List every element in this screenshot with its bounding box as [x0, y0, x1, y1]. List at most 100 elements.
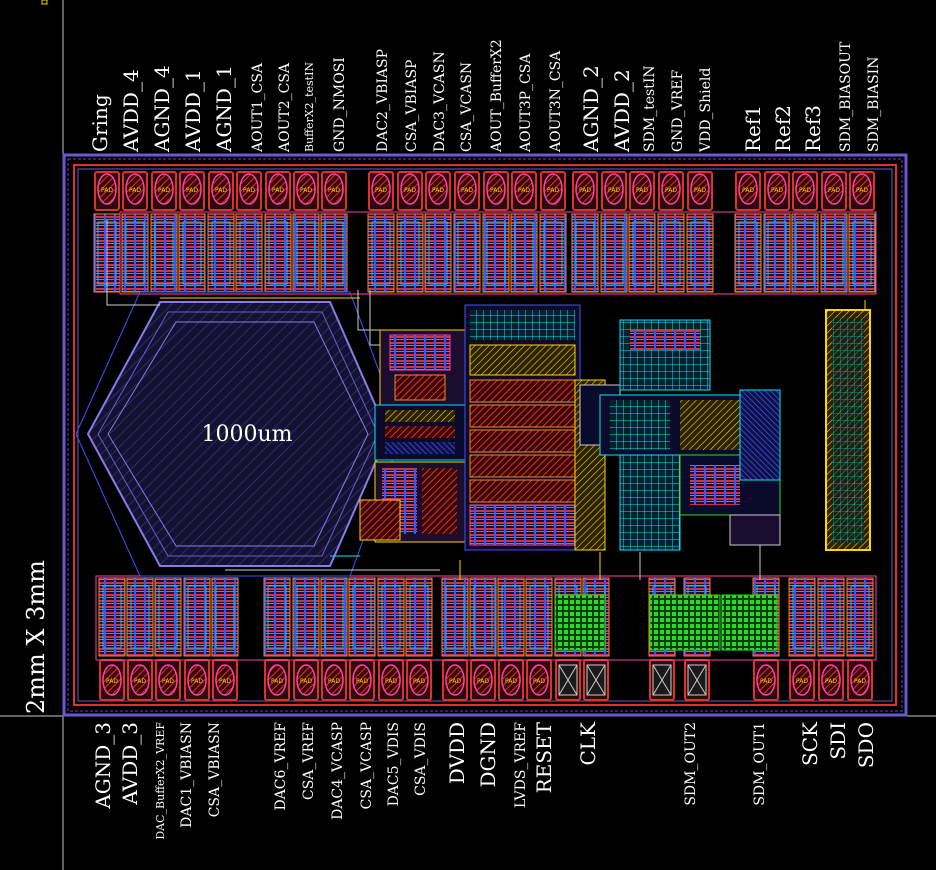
- bottom-pad-label: DAC6_VREF: [273, 722, 289, 811]
- core-block-left: [359, 329, 466, 543]
- top-pad-label: AOUT3N_CSA: [548, 50, 564, 153]
- pad-marker: PAD: [158, 187, 170, 194]
- bottom-pad-label: SDI: [826, 722, 850, 760]
- bottom-pad-label: AVDD_3: [118, 722, 142, 806]
- bottom-pad-label: DVDD: [445, 722, 469, 784]
- pad-marker: PAD: [490, 187, 502, 194]
- top-pad-label: AOUT_BufferX2: [489, 39, 505, 153]
- pad-marker: PAD: [300, 678, 312, 685]
- pad-marker: PAD: [547, 187, 559, 194]
- bottom-pad: PAD: [154, 577, 182, 701]
- inductor: 1000um: [75, 291, 403, 577]
- core-block-sdm: [599, 319, 781, 551]
- top-pad: PAD: [571, 171, 599, 293]
- routing-lines: [106, 220, 866, 580]
- top-pad: PAD: [453, 171, 481, 293]
- top-pad: PAD: [424, 171, 452, 293]
- top-pad-label: Ref3: [801, 105, 825, 152]
- top-pad: PAD: [657, 171, 685, 293]
- bottom-pad: PAD: [211, 577, 239, 701]
- top-pad: PAD: [367, 171, 395, 293]
- pad-marker: PAD: [825, 678, 837, 685]
- pad-marker: PAD: [243, 187, 255, 194]
- pad-marker: PAD: [271, 678, 283, 685]
- top-pad: PAD: [320, 171, 348, 293]
- bottom-pad: PAD: [377, 577, 405, 701]
- pad-marker: PAD: [328, 187, 340, 194]
- top-pad-label: BufferX2_testIN: [303, 62, 316, 152]
- pad-marker: PAD: [854, 678, 866, 685]
- top-pad-label: SDM_BIASIN: [866, 57, 882, 152]
- pad-marker: PAD: [413, 678, 425, 685]
- bottom-pad-label: CSA_VDIS: [413, 722, 429, 796]
- pad-marker: PAD: [300, 187, 312, 194]
- pad-marker: PAD: [799, 187, 811, 194]
- top-pad-label: AOUT3P_CSA: [518, 53, 534, 153]
- bottom-pad-label: AGND_3: [91, 722, 115, 810]
- digital-buffer: [649, 594, 721, 651]
- top-pad-label: SDM_testIN: [642, 65, 658, 152]
- top-pad: PAD: [235, 171, 263, 293]
- bottom-pad-label: CLK: [576, 721, 600, 766]
- pad-marker: PAD: [272, 187, 284, 194]
- bottom-esd-row: [95, 575, 877, 661]
- pad-marker: PAD: [449, 678, 461, 685]
- top-pad-label: AOUT2_CSA: [277, 62, 293, 153]
- origin-marker: [41, 0, 48, 5]
- bottom-pad-label: DGND: [476, 722, 500, 788]
- bottom-pad-label: DAC4_VCASP: [330, 722, 346, 820]
- top-pad: PAD: [178, 171, 206, 293]
- top-pad: PAD: [763, 171, 791, 293]
- pad-marker: PAD: [505, 678, 517, 685]
- digital-buffer: [554, 594, 606, 651]
- pad-marker: PAD: [215, 187, 227, 194]
- top-esd-row: [119, 211, 877, 295]
- bottom-pad: PAD: [525, 577, 553, 701]
- pad-marker: PAD: [828, 187, 840, 194]
- top-pad-label: DAC3_VCASN: [432, 51, 448, 152]
- top-pad: PAD: [734, 171, 762, 293]
- pad-marker: PAD: [694, 187, 706, 194]
- pad-marker: PAD: [856, 187, 868, 194]
- pad-marker: PAD: [579, 187, 591, 194]
- pad-marker: PAD: [162, 678, 174, 685]
- top-pad: PAD: [396, 171, 424, 293]
- top-pad: PAD: [791, 171, 819, 293]
- pad-marker: PAD: [665, 187, 677, 194]
- top-pad: PAD: [121, 171, 149, 293]
- die-size-label: 2mm X 3mm: [22, 560, 50, 714]
- bottom-pad-label: CSA_VCASP: [359, 722, 375, 809]
- pad-marker: PAD: [106, 678, 118, 685]
- top-pad: PAD: [600, 171, 628, 293]
- top-pad: PAD: [539, 171, 567, 293]
- bottom-pad-label: RESET: [532, 721, 556, 793]
- bottom-pad: PAD: [497, 577, 525, 701]
- top-pad-label: CSA_VCASN: [459, 62, 475, 152]
- top-pad: PAD: [207, 171, 235, 293]
- top-pad-label: AGND_2: [579, 65, 603, 153]
- bottom-pad: PAD: [320, 577, 348, 701]
- bottom-pad: PAD: [441, 577, 469, 701]
- pad-marker: PAD: [477, 678, 489, 685]
- top-pad: PAD: [264, 171, 292, 293]
- pad-marker: PAD: [432, 187, 444, 194]
- pad-marker: PAD: [375, 187, 387, 194]
- pad-marker: PAD: [608, 187, 620, 194]
- top-pad: PAD: [628, 171, 656, 293]
- pad-marker: PAD: [760, 678, 772, 685]
- bottom-pad-label: DAC_BufferX2_VREF: [154, 722, 167, 840]
- pad-marker: PAD: [461, 187, 473, 194]
- bottom-pad-label: SDM_OUT2: [683, 722, 699, 806]
- pad-marker: PAD: [404, 187, 416, 194]
- top-pad-label: AVDD_4: [119, 69, 143, 153]
- bottom-pad-label: CSA_VBIASN: [207, 722, 223, 817]
- pad-marker: PAD: [356, 678, 368, 685]
- bottom-pad: PAD: [263, 577, 291, 701]
- top-pad: PAD: [150, 171, 178, 293]
- top-pad: PAD: [510, 171, 538, 293]
- top-pad-label: DAC2_VBIASP: [375, 49, 391, 152]
